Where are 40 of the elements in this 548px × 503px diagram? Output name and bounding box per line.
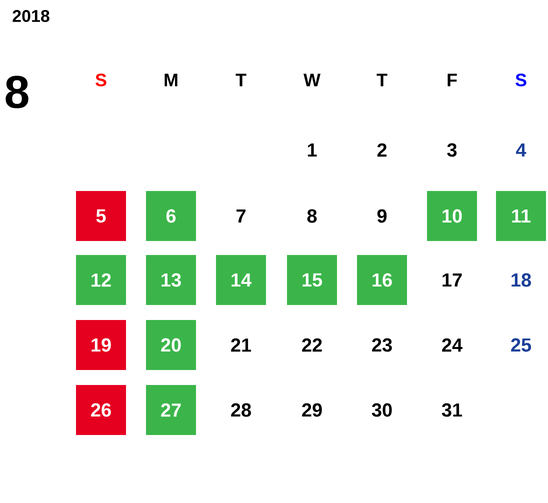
weekday-header: T	[236, 74, 246, 86]
weekday-header: F	[448, 74, 457, 86]
highlighted-day: 27	[146, 385, 196, 435]
highlighted-day: 10	[427, 191, 477, 241]
highlighted-day: 13	[146, 255, 196, 305]
highlighted-day: 19	[76, 320, 126, 370]
weekday-header: S	[516, 74, 526, 86]
day-number: 8	[307, 209, 317, 223]
highlighted-day: 26	[76, 385, 126, 435]
day-number: 28	[231, 403, 251, 417]
day-number: 7	[236, 209, 246, 223]
day-number: 2	[377, 143, 387, 157]
day-number: 22	[302, 338, 322, 352]
day-number: 21	[231, 338, 252, 352]
day-number: 25	[511, 338, 532, 352]
weekday-header: W	[304, 74, 320, 86]
weekday-header: T	[376, 74, 388, 86]
day-number: 4	[516, 143, 526, 157]
highlighted-day: 5	[76, 191, 126, 241]
day-number: 24	[442, 338, 462, 352]
highlighted-day: 11	[496, 191, 546, 241]
day-number: 29	[302, 403, 322, 417]
highlighted-day: 15	[287, 255, 337, 305]
day-number: 3	[447, 143, 457, 157]
day-number: 18	[512, 273, 531, 287]
year-label: 2018	[12, 10, 50, 22]
weekday-header: M	[164, 74, 178, 86]
day-number: 31	[442, 403, 462, 417]
day-number: 17	[442, 273, 462, 287]
highlighted-day: 14	[216, 255, 266, 305]
day-number: 1	[308, 143, 317, 157]
highlighted-day: 20	[146, 320, 196, 370]
month-number: 8	[6, 76, 28, 108]
highlighted-day: 6	[146, 191, 196, 241]
weekday-header: S	[96, 74, 106, 86]
highlighted-day: 12	[76, 255, 126, 305]
highlighted-day: 16	[357, 255, 407, 305]
day-number: 23	[372, 338, 392, 352]
day-number: 9	[377, 209, 387, 223]
day-number: 30	[372, 403, 392, 417]
